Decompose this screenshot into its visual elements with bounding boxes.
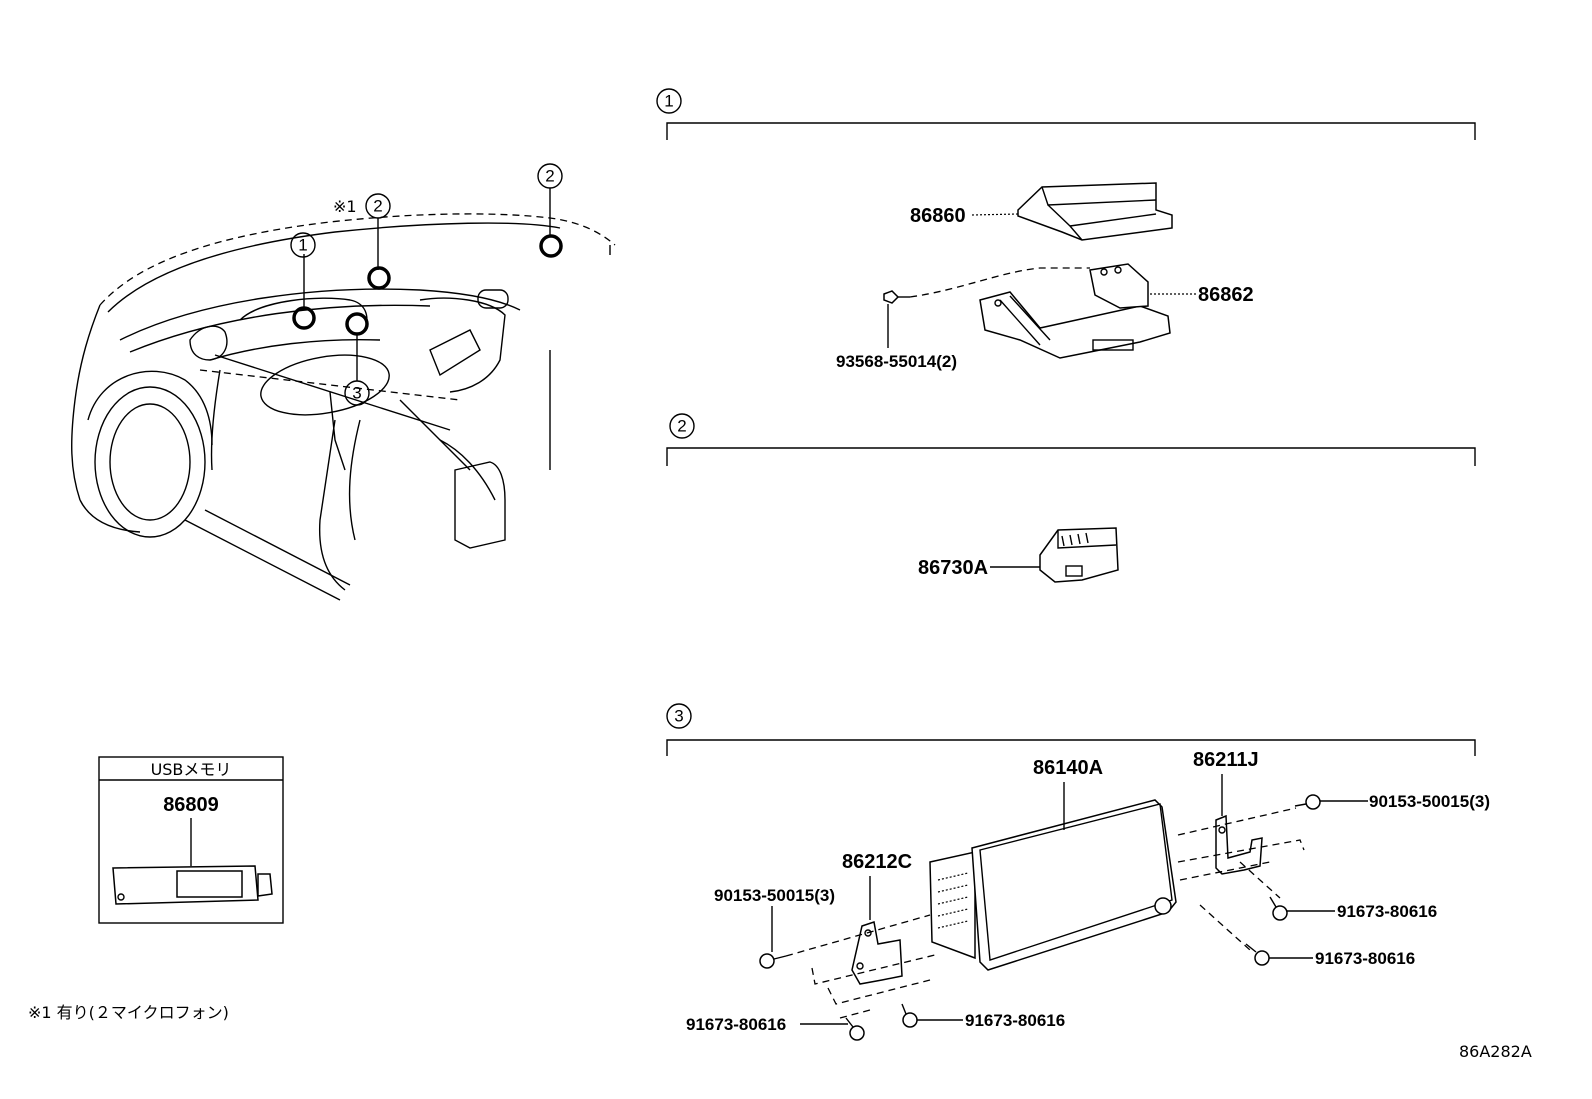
screw-91673-r2-icon (1245, 943, 1270, 966)
section-1: 1 86860 86862 93568-5501 (656, 88, 1476, 371)
part-91673-r2-label: 91673-80616 (1315, 949, 1415, 968)
callout-3: 3 (344, 380, 370, 406)
car-interior-illustration (71, 188, 616, 601)
screw-90153-left-icon (759, 953, 787, 969)
part-91673-b1-label: 91673-80616 (686, 1015, 786, 1034)
svg-text:2: 2 (373, 197, 382, 216)
part-86809-label: 86809 (163, 794, 219, 816)
bolt-93568-icon (883, 290, 910, 304)
part-86140A-label: 86140A (1033, 757, 1103, 779)
callout-2-mic: 2 (365, 193, 391, 219)
bracket-86212C (851, 921, 903, 985)
screw-91673-r1-icon (1269, 896, 1288, 921)
section-3-marker: 3 (674, 707, 683, 726)
section-2-marker: 2 (677, 417, 686, 436)
screw-91673-b2-icon (901, 1003, 918, 1028)
note-ref-mark: ※1 (333, 197, 357, 216)
callout-1: 1 (290, 232, 316, 258)
part-86730A-label: 86730A (918, 557, 988, 579)
svg-text:3: 3 (352, 384, 361, 403)
diagram-code: 86A282A (1459, 1042, 1532, 1061)
svg-text:1: 1 (298, 236, 307, 255)
part-86212C-label: 86212C (842, 851, 912, 873)
section-2: 2 86730A (666, 413, 1476, 583)
bracket-86862 (979, 263, 1171, 359)
part-90153-right-label: 90153-50015(3) (1369, 792, 1490, 811)
part-90153-left-label: 90153-50015(3) (714, 886, 835, 905)
section-1-marker: 1 (664, 92, 673, 111)
callout-2-roof: 2 (537, 163, 563, 189)
part-91673-r1-label: 91673-80616 (1337, 902, 1437, 921)
usb-box-title: USBメモリ (151, 760, 232, 779)
svg-text:2: 2 (545, 167, 554, 186)
section-3: 3 86140A 86211J 86212C (666, 703, 1490, 1041)
screw-90153-right-icon (1294, 794, 1321, 810)
microphone-86730A (1039, 527, 1119, 583)
part-86211J-label: 86211J (1193, 749, 1259, 771)
part-86860-label: 86860 (910, 205, 966, 227)
screw-91673-b1-icon (845, 1017, 865, 1041)
part-91673-b2-label: 91673-80616 (965, 1011, 1065, 1030)
usb-memory-box: USBメモリ 86809 (98, 756, 284, 924)
display-unit-86140A (929, 799, 1177, 971)
part-93568-label: 93568-55014(2) (836, 352, 957, 371)
part-86862-label: 86862 (1198, 284, 1254, 306)
airbag-sensor-86860 (1017, 182, 1173, 241)
footnote: ※1 有り(２マイクロフォン) (28, 1003, 229, 1022)
